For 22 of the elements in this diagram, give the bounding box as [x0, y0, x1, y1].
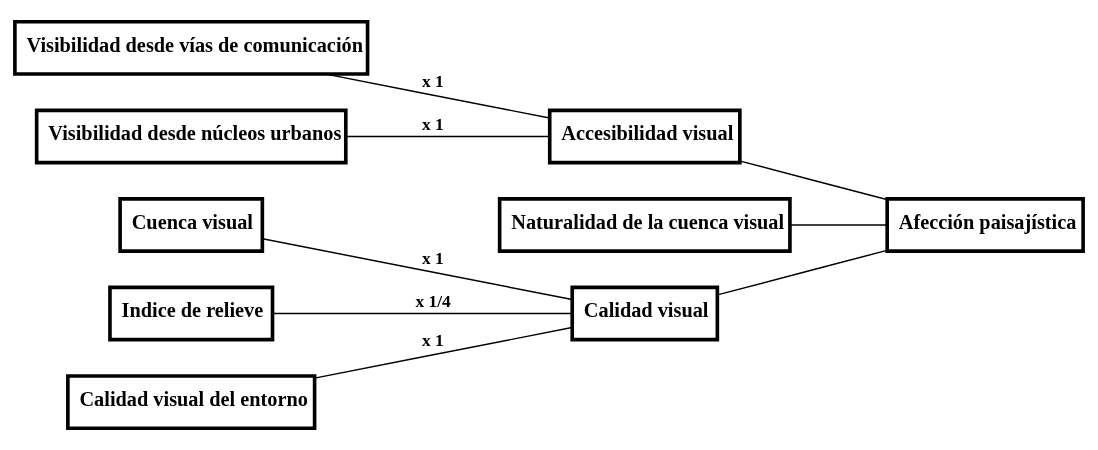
connector [313, 326, 573, 379]
edge-label: x 1 [422, 330, 444, 351]
edge-label: x 1 [422, 70, 444, 91]
node-box: Cuenca visual [118, 197, 265, 253]
edge-label: x 1/4 [415, 291, 451, 312]
node-box: Visibilidad desde vías de comunicación [13, 20, 370, 76]
node-box: Accesibilidad visual [547, 108, 742, 165]
connector [261, 238, 573, 301]
node-box: Visibilidad desde núcleos urbanos [34, 108, 348, 165]
connector [325, 73, 551, 119]
node-box: Calidad visual del entorno [66, 374, 317, 430]
edge-label: x 1 [422, 247, 444, 268]
node-box: Calidad visual [570, 285, 720, 342]
edge-label: x 1 [422, 114, 444, 135]
node-box: Indice de relieve [108, 285, 275, 342]
connector [789, 224, 888, 226]
connector [345, 135, 551, 138]
node-box: Naturalidad de la cuenca visual [497, 197, 792, 253]
connector [272, 312, 573, 315]
node-box: Afección paisajística [885, 197, 1085, 253]
connector [716, 249, 888, 296]
connector [739, 160, 888, 201]
